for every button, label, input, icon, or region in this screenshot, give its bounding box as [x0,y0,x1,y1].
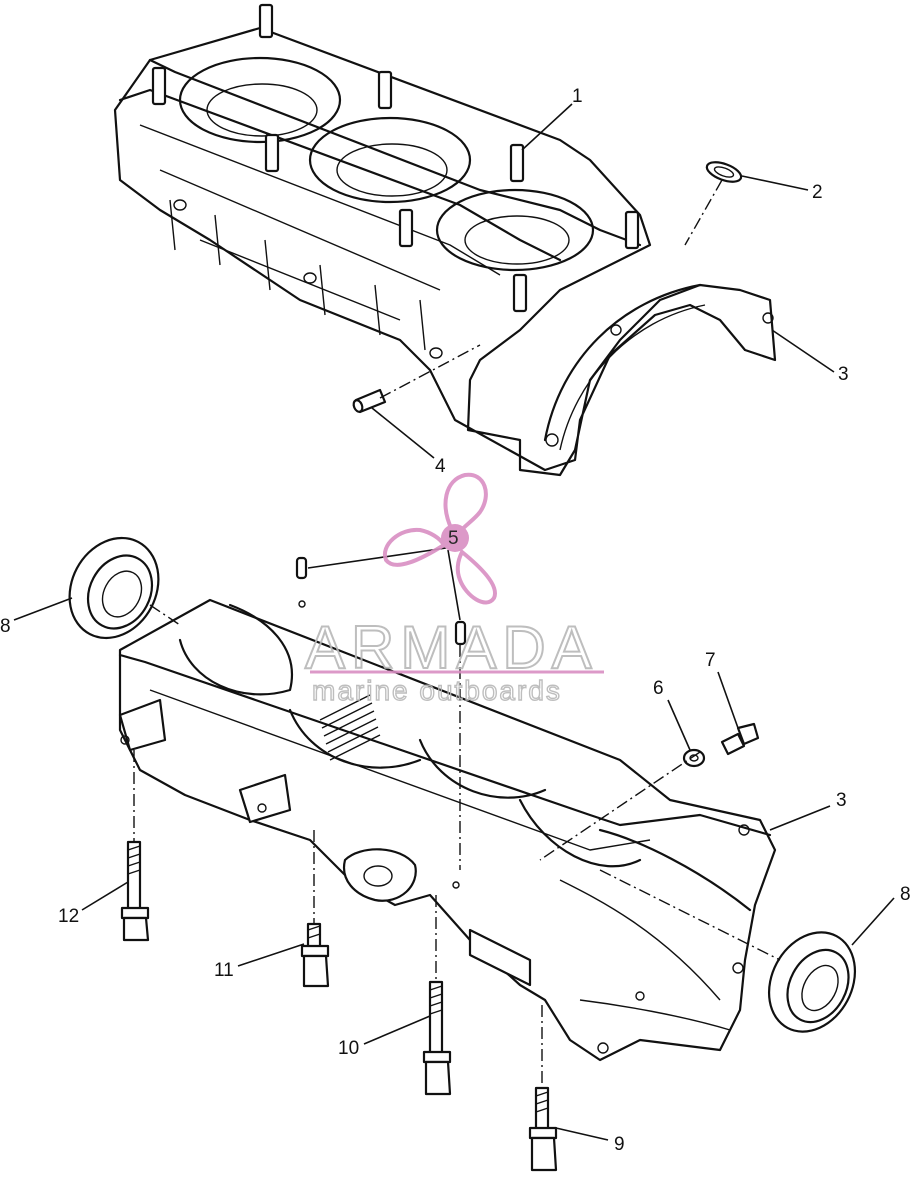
part-5-dowels [295,556,467,646]
lower-crankcase [118,598,777,1062]
callout-6: 6 [653,678,664,699]
part-7-screw [720,722,760,756]
crank-gear-ring [319,694,381,761]
callout-8-right: 8 [900,884,911,905]
part-9-bolt [528,1086,558,1172]
armada-watermark: 5 ARMADA marine outboards [304,472,604,707]
callout-3-bottom: 3 [836,790,847,811]
part-4-pin [352,388,387,414]
callout-11: 11 [214,960,234,981]
watermark-tagline: marine outboards [312,675,562,706]
part-8-seal-left [68,536,160,640]
callout-4: 4 [435,456,446,477]
callout-2: 2 [812,182,823,203]
part-11-bolt [300,922,330,988]
callout-3-top: 3 [838,364,849,385]
part-2-seal [705,161,743,183]
upper-crankcase [113,26,777,477]
callout-9: 9 [614,1134,625,1155]
callout-7: 7 [705,650,716,671]
part-6-washer [682,748,706,768]
part-10-bolt [422,980,452,1096]
callout-10: 10 [338,1038,359,1059]
cylinder-studs [151,3,640,313]
leader-lines [13,103,895,1141]
callout-5: 5 [448,528,459,549]
callout-8-left: 8 [0,616,11,637]
callout-12: 12 [58,906,79,927]
part-8-seal-right [767,931,857,1033]
propeller-logo-icon [382,472,497,605]
callout-1: 1 [572,86,583,107]
part-12-bolt [120,840,150,942]
